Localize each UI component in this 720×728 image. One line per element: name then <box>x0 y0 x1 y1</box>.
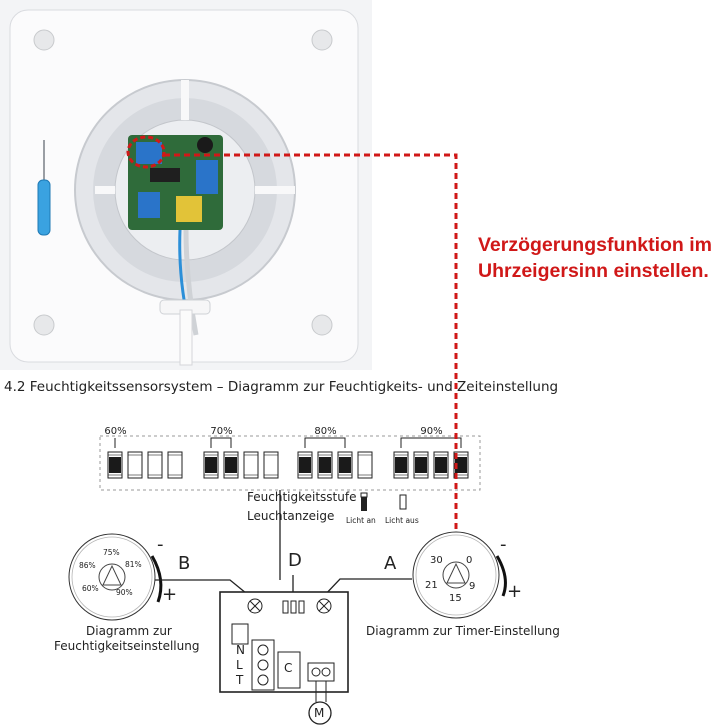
dip-switch-off <box>167 451 183 479</box>
humidity-caption-1: Diagramm zur <box>86 624 172 638</box>
dip-group-90pct: 90% <box>393 426 469 479</box>
humidity-caption-2: Feuchtigkeitseinstellung <box>54 639 200 653</box>
light-off-label: Licht aus <box>385 516 419 525</box>
delay-instruction-callout: Verzögerungsfunktion im Uhrzeigersinn ei… <box>478 232 718 284</box>
timer-tick-15: 15 <box>449 593 462 604</box>
dip-switch-knob <box>205 457 217 473</box>
timer-tick-21: 21 <box>425 580 438 591</box>
dip-switch-off <box>357 451 373 479</box>
humidity-minus: - <box>157 534 164 555</box>
fan-interior-photo <box>0 0 372 370</box>
timer-dial <box>412 531 507 619</box>
dip-switch-off <box>263 451 279 479</box>
timer-plus: + <box>507 581 523 602</box>
screw-top-right <box>311 29 333 51</box>
dip-switch-knob <box>299 457 311 473</box>
motor-label: M <box>314 706 325 720</box>
humidity-tick-75: 75% <box>103 548 120 557</box>
dip-switch-off <box>243 451 259 479</box>
dip-switch-knob <box>339 457 351 473</box>
led-off-icon <box>399 494 407 510</box>
dip-switch-knob <box>225 457 237 473</box>
terminal-n-label: N <box>236 643 245 657</box>
connector-d-label: D <box>288 550 302 571</box>
screw-bottom-left <box>33 314 55 336</box>
indicator-title-1: Feuchtigkeitsstufe <box>247 490 357 504</box>
dip-group-60pct: 60% <box>104 426 183 479</box>
callout-line-2: Uhrzeigersinn einstellen. <box>478 260 709 282</box>
indicator-title-2: Leuchtanzeige <box>247 509 335 523</box>
control-board <box>219 591 349 702</box>
dip-switch-knob <box>395 457 407 473</box>
dip-switch-knob <box>435 457 447 473</box>
dip-switch-knob <box>319 457 331 473</box>
dip-group-70pct: 70% <box>203 426 279 479</box>
timer-tick-0: 0 <box>466 555 473 566</box>
dip-switch-off <box>147 451 163 479</box>
humidity-tick-60: 60% <box>82 584 99 593</box>
timer-minus: - <box>500 534 507 555</box>
dip-group-label: 90% <box>420 426 442 437</box>
connector-a-label: A <box>384 553 397 574</box>
humidity-tick-90: 90% <box>116 588 133 597</box>
connector-b-label: B <box>178 553 191 574</box>
humidity-tick-81: 81% <box>125 560 142 569</box>
light-on-label: Licht an <box>346 516 376 525</box>
dip-group-label: 70% <box>210 426 232 437</box>
dip-switch-knob <box>415 457 427 473</box>
timer-caption: Diagramm zur Timer-Einstellung <box>366 624 560 638</box>
humidity-tick-86: 86% <box>79 561 96 570</box>
callout-line-1: Verzögerungsfunktion im <box>478 234 713 256</box>
dip-group-label: 60% <box>104 426 126 437</box>
led-on-icon <box>360 492 368 511</box>
highlight-circle <box>126 135 166 169</box>
screw-bottom-right <box>311 314 333 336</box>
screw-top-left <box>33 29 55 51</box>
terminal-l-label: L <box>236 658 243 672</box>
terminal-t-label: T <box>236 673 244 687</box>
dip-switch-knob <box>455 457 467 473</box>
screwdriver-icon <box>37 140 51 236</box>
dip-switch-groups: 60% 70% 80% 90% <box>104 426 469 479</box>
timer-tick-9: 9 <box>469 581 476 592</box>
dip-switch-off <box>127 451 143 479</box>
timer-tick-30: 30 <box>430 555 443 566</box>
capacitor-label: C <box>284 661 293 675</box>
dip-switch-knob <box>109 457 121 473</box>
humidity-dial <box>68 533 163 621</box>
dip-group-label: 80% <box>314 426 336 437</box>
circuit-board <box>128 135 223 230</box>
humidity-plus: + <box>162 584 178 605</box>
motor-icon <box>308 701 332 725</box>
wiring-diagram: 60% 70% 80% 90% <box>68 426 507 725</box>
dip-group-80pct: 80% <box>297 426 373 479</box>
